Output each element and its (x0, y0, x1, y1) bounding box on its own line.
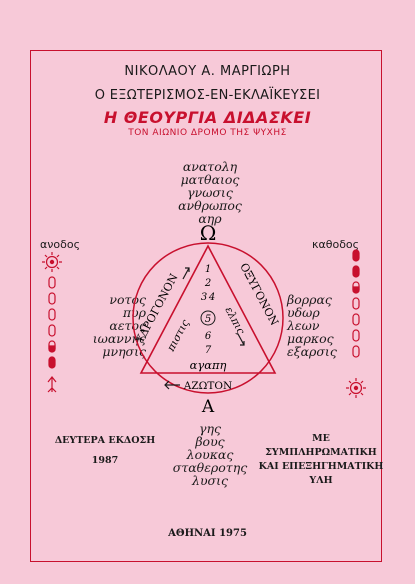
capsule-icon-3 (48, 308, 56, 321)
edition-block: ΔΕΥΤΕΡΑ ΕΚΔΟΣΗ 1987 (50, 434, 160, 468)
number-7: 7 (205, 345, 212, 356)
left-word: νοτος (109, 292, 146, 307)
top-word: ανατολη (182, 159, 238, 174)
sun-rays-icon (42, 252, 62, 272)
right-word-list: βορρας υδωρ λεων μαρκος εξαρσις (287, 293, 367, 358)
up-arrow-icon (47, 376, 57, 393)
bottom-word: σταθεροτης (172, 460, 248, 475)
azoton-label: ΑΖΩΤΟΝ (183, 380, 232, 392)
sun-icon (45, 255, 59, 269)
edition-label: ΔΕΥΤΕΡΑ ΕΚΔΟΣΗ (54, 435, 156, 446)
kathodos-symbols (346, 249, 366, 398)
left-arrow-icon (182, 267, 190, 280)
bottom-word: λυσις (192, 473, 228, 488)
left-word: πυρ (122, 305, 146, 320)
capsule-icon-2 (48, 292, 56, 305)
number-2: 2 (204, 278, 211, 289)
tagline: ΤΟΝ ΑΙΩΝΙΟ ΔΡΟΜΟ ΤΗΣ ΨΥΧΗΣ (128, 128, 287, 138)
alpha-letter: Α (201, 397, 215, 417)
left-word: ιωαννης (92, 331, 146, 346)
capsule-icon-1 (48, 276, 56, 289)
bottom-word-list: γης βους λουκας σταθεροτης λυσις (140, 422, 280, 487)
bottom-arrow-icon (164, 380, 180, 390)
place-year: ΑΘΗΝΑΙ 1975 (168, 528, 247, 539)
anodos-label: ανοδος (40, 238, 81, 251)
number-4: 4 (208, 292, 215, 303)
bottom-word: λουκας (186, 447, 234, 462)
number-3: 3 (201, 292, 207, 303)
sun-icon-right (349, 381, 363, 395)
kathodos-label: καθοδος (312, 238, 360, 251)
top-word: γνωσις (187, 185, 233, 200)
capsule-icon-r6 (352, 329, 360, 342)
base-word: αγαπη (190, 358, 227, 372)
right-side-label: ΟΞΥΓΟΝΟΝ (237, 261, 281, 328)
top-word: ματθαιος (180, 172, 240, 187)
supplement-line: ΥΛΗ (309, 475, 333, 486)
right-word: υδωρ (287, 305, 320, 320)
capsule-fill-icon-r3 (352, 286, 360, 294)
omega-letter: Ω (200, 221, 217, 245)
right-arrow-head-icon (240, 341, 245, 346)
sun-center-icon (49, 259, 55, 265)
capsule-fill-icon-5 (48, 345, 56, 353)
inner-left-word: πιστις (165, 318, 192, 355)
capsule-icon-r7 (352, 345, 360, 358)
number-1: 1 (205, 264, 211, 275)
author-name: ΝΙΚΟΛΑΟΥ Α. ΜΑΡΓΙΩΡΗ (124, 64, 291, 79)
capsule-icon-6 (48, 356, 56, 369)
page-title: Η ΘΕΟΥΡΓΙΑ ΔΙΔΑΣΚΕΙ (103, 108, 312, 127)
series-subtitle: Ο ΕΞΩΤΕΡΙΣΜΟΣ-ΕΝ-ΕΚΛΑΪΚΕΥΣΕΙ (94, 88, 321, 103)
triangle (139, 244, 277, 374)
top-word: ανθρωπος (178, 198, 242, 213)
top-word-list: ανατολη ματθαιος γνωσις ανθρωπος αηρ (140, 160, 280, 225)
center-circle (200, 310, 216, 326)
sun-rays-icon-right (346, 378, 366, 398)
capsule-icon-r5 (352, 313, 360, 326)
left-arrow-head-icon (185, 267, 190, 272)
bottom-word: βους (195, 434, 225, 449)
capsule-icon-4 (48, 324, 56, 337)
supplement-line: ΚΑΙ ΕΠΕΞΗΓΗΜΑΤΙΚΗ (258, 461, 384, 472)
supplement-line: ΜΕ ΣΥΜΠΛΗΡΩΜΑΤΙΚΗ (265, 433, 377, 458)
outer-circle (132, 242, 284, 394)
bottom-word: γης (199, 421, 221, 436)
number-6: 6 (205, 331, 212, 342)
right-word: εξαρσις (287, 344, 337, 359)
anodos-symbols (42, 252, 62, 393)
top-word: αηρ (198, 211, 222, 226)
edition-year: 1987 (91, 455, 119, 466)
left-word: αετος (109, 318, 146, 333)
page-border (30, 50, 382, 562)
left-word-list: νοτος πυρ αετος ιωαννης μνησις (66, 293, 146, 358)
right-word: μαρκος (287, 331, 334, 346)
right-word: λεων (287, 318, 320, 333)
inner-right-word: ελπις (222, 305, 246, 337)
capsule-icon-r1 (352, 249, 360, 262)
capsule-icon-r2 (352, 265, 360, 278)
number-5: 5 (205, 314, 211, 325)
sun-center-icon-right (353, 385, 359, 391)
capsule-icon-r4 (352, 297, 360, 310)
right-word: βορρας (287, 292, 332, 307)
supplement-block: ΜΕ ΣΥΜΠΛΗΡΩΜΑΤΙΚΗ ΚΑΙ ΕΠΕΞΗΓΗΜΑΤΙΚΗ ΥΛΗ (256, 432, 386, 488)
right-arrow-icon (237, 333, 245, 346)
left-word: μνησις (102, 344, 146, 359)
